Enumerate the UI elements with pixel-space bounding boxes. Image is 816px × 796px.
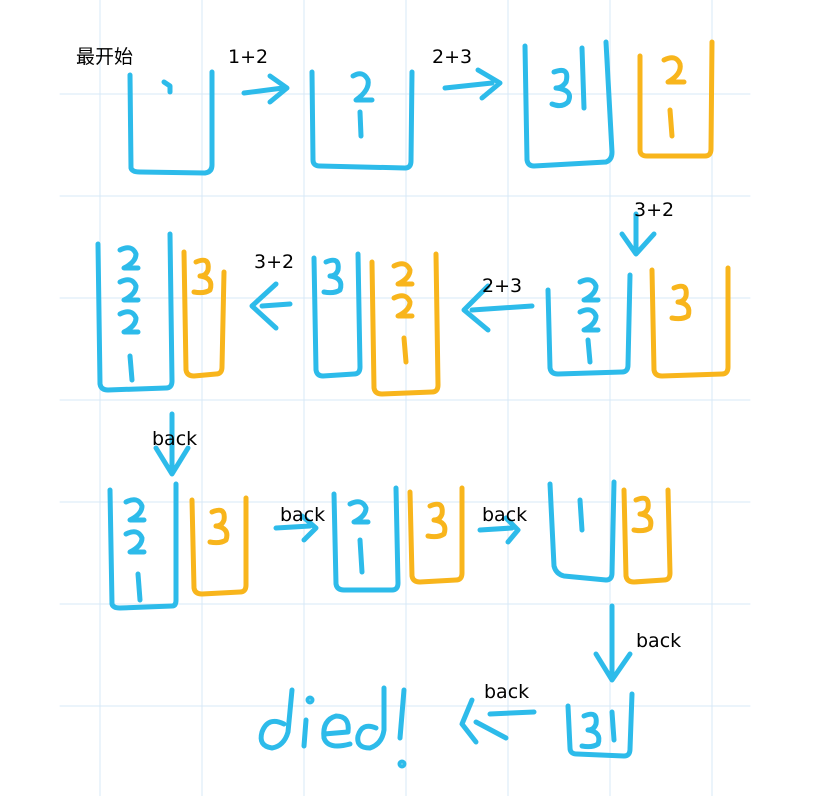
orange-stack-row3-middle bbox=[407, 485, 465, 585]
arrow-2-3 bbox=[442, 67, 503, 101]
arrow-down-back-1 bbox=[153, 411, 191, 477]
orange-stack-row2-right bbox=[649, 265, 731, 379]
arrow-left-2-3 bbox=[461, 283, 535, 333]
label-op-3-2-mid: 3+2 bbox=[254, 251, 295, 273]
stack-row2-left bbox=[95, 231, 175, 393]
stack-row2-middle bbox=[311, 251, 363, 379]
stack-row2-right bbox=[545, 272, 633, 377]
arrow-down-back-4 bbox=[593, 603, 633, 683]
stack-row3-left bbox=[107, 481, 179, 611]
label-back-2: back bbox=[280, 504, 326, 526]
label-op-2-3-mid: 2+3 bbox=[482, 275, 523, 297]
label-back-3: back bbox=[482, 504, 528, 526]
label-op-2-3-top: 2+3 bbox=[432, 46, 473, 68]
arrow-1-2 bbox=[241, 73, 290, 105]
arrow-back-2 bbox=[273, 513, 319, 543]
arrow-back-3 bbox=[477, 515, 521, 545]
orange-stack-row3-left bbox=[189, 495, 249, 597]
label-back-5: back bbox=[484, 681, 530, 703]
label-op-1-2: 1+2 bbox=[228, 46, 269, 68]
label-back-1: back bbox=[152, 428, 198, 450]
label-back-4: back bbox=[636, 630, 682, 652]
stack-row3-middle bbox=[331, 485, 401, 593]
label-op-3-2-right: 3+2 bbox=[634, 199, 675, 221]
orange-stack-row2-middle bbox=[369, 251, 441, 397]
stack-after-1-2 bbox=[309, 69, 415, 171]
orange-stack-row2-left bbox=[181, 249, 227, 379]
stack-row3-right bbox=[547, 479, 617, 583]
stack-after-2-3 bbox=[522, 39, 615, 169]
label-start: 最开始 bbox=[76, 46, 134, 68]
arrow-left-3-2 bbox=[249, 281, 293, 331]
handwriting-died bbox=[258, 685, 407, 769]
orange-stack-top bbox=[637, 39, 715, 159]
arrow-back-5 bbox=[459, 697, 537, 745]
stack-initial bbox=[127, 69, 215, 176]
arrow-down-3-2 bbox=[619, 211, 657, 257]
grid-lines bbox=[59, 0, 751, 796]
orange-stack-row3-right bbox=[621, 487, 673, 585]
stack-final bbox=[565, 691, 635, 759]
